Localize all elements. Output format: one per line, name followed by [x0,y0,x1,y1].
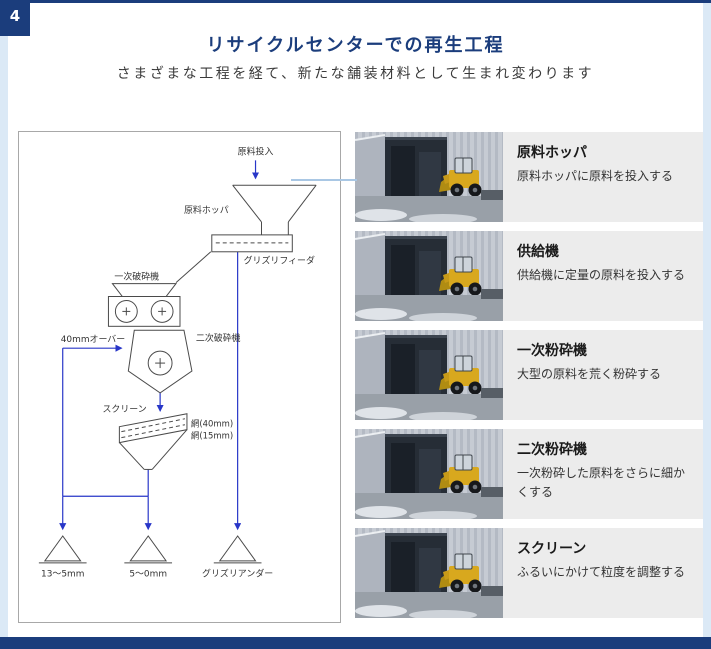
stockpile-triangles [38,535,262,564]
label-output-grizzly-under: グリズリアンダー [202,568,273,580]
step-description: 供給機に定量の原料を投入する [517,268,686,282]
page-subtitle: さまざまな工程を経て、新たな舗装材料として生まれ変わります [116,66,595,82]
right-edge-strip [703,0,711,649]
label-hopper: 原料ホッパ [184,204,229,216]
label-output-13-5: 13〜5mm [41,570,84,580]
primary-crusher-shape [107,283,181,327]
loader-photo-illustration [355,231,503,321]
step-title: 二次粉砕機 [517,442,587,458]
process-step-row: 原料ホッパ 原料ホッパに原料を投入する [355,132,703,222]
step-photo [355,132,503,222]
label-mesh-40: 網(40mm) [191,419,233,429]
loader-photo-illustration [355,132,503,222]
screen-shape [118,413,188,470]
loader-photo-illustration [355,429,503,519]
step-photo [355,429,503,519]
label-mesh-15: 網(15mm) [191,431,233,441]
hopper-shape [232,184,317,235]
step-text-panel: スクリーン ふるいにかけて粒度を調整する [503,528,703,618]
stockpile-grizzly-under [218,535,257,562]
step-photo [355,528,503,618]
step-title: 一次粉砕機 [517,343,587,359]
process-step-row: スクリーン ふるいにかけて粒度を調整する [355,528,703,618]
stockpile-5-0 [129,535,168,562]
step-title: 供給機 [517,244,559,260]
step-title: スクリーン [517,541,587,557]
process-step-row: 供給機 供給機に定量の原料を投入する [355,231,703,321]
step-photo [355,231,503,321]
step-text-panel: 二次粉砕機 一次粉砕した原料をさらに細かくする [503,429,703,519]
secondary-crusher-shape [127,329,193,394]
step-title: 原料ホッパ [517,145,587,161]
label-feeder: グリズリフィーダ [244,255,315,267]
bottom-rule [0,637,711,649]
label-oversize: 40mmオーバー [61,334,126,345]
step-photo [355,330,503,420]
process-steps-list: 原料ホッパ 原料ホッパに原料を投入する 供給機 供給機に定量の原料を投入する 一… [355,132,703,618]
top-rule [0,0,711,3]
step-description: 一次粉砕した原料をさらに細かくする [517,466,686,499]
diagram-photo-connector-line [291,179,357,181]
step-description: ふるいにかけて粒度を調整する [517,565,686,579]
stockpile-13-5 [43,535,82,562]
step-text-panel: 原料ホッパ 原料ホッパに原料を投入する [503,132,703,222]
step-text-panel: 一次粉砕機 大型の原料を荒く粉砕する [503,330,703,420]
step-description: 原料ホッパに原料を投入する [517,169,674,183]
grizzly-feeder-shape [175,234,293,283]
process-step-row: 二次粉砕機 一次粉砕した原料をさらに細かくする [355,429,703,519]
process-flow-diagram: 原料投入 原料ホッパ グリズリフィーダ 一次破砕機 40mmオーバー 二次破砕機… [18,131,341,623]
page-title: リサイクルセンターでの再生工程 [206,35,505,56]
flow-lines [59,160,260,531]
loader-photo-illustration [355,330,503,420]
page-number-badge: 4 [0,0,30,36]
process-step-row: 一次粉砕機 大型の原料を荒く粉砕する [355,330,703,420]
step-description: 大型の原料を荒く粉砕する [517,367,662,381]
label-screen: スクリーン [102,404,146,415]
process-flow-svg: 原料投入 原料ホッパ グリズリフィーダ 一次破砕機 40mmオーバー 二次破砕機… [38,145,317,580]
label-output-5-0: 5〜0mm [129,570,167,580]
loader-photo-illustration [355,528,503,618]
label-secondary-crusher: 二次破砕機 [196,332,241,344]
step-text-panel: 供給機 供給機に定量の原料を投入する [503,231,703,321]
diagram-labels: 原料投入 原料ホッパ グリズリフィーダ 一次破砕機 40mmオーバー 二次破砕機… [41,145,315,579]
label-primary-crusher: 一次破砕機 [114,271,159,283]
left-edge-strip [0,0,8,649]
label-input: 原料投入 [238,145,274,157]
